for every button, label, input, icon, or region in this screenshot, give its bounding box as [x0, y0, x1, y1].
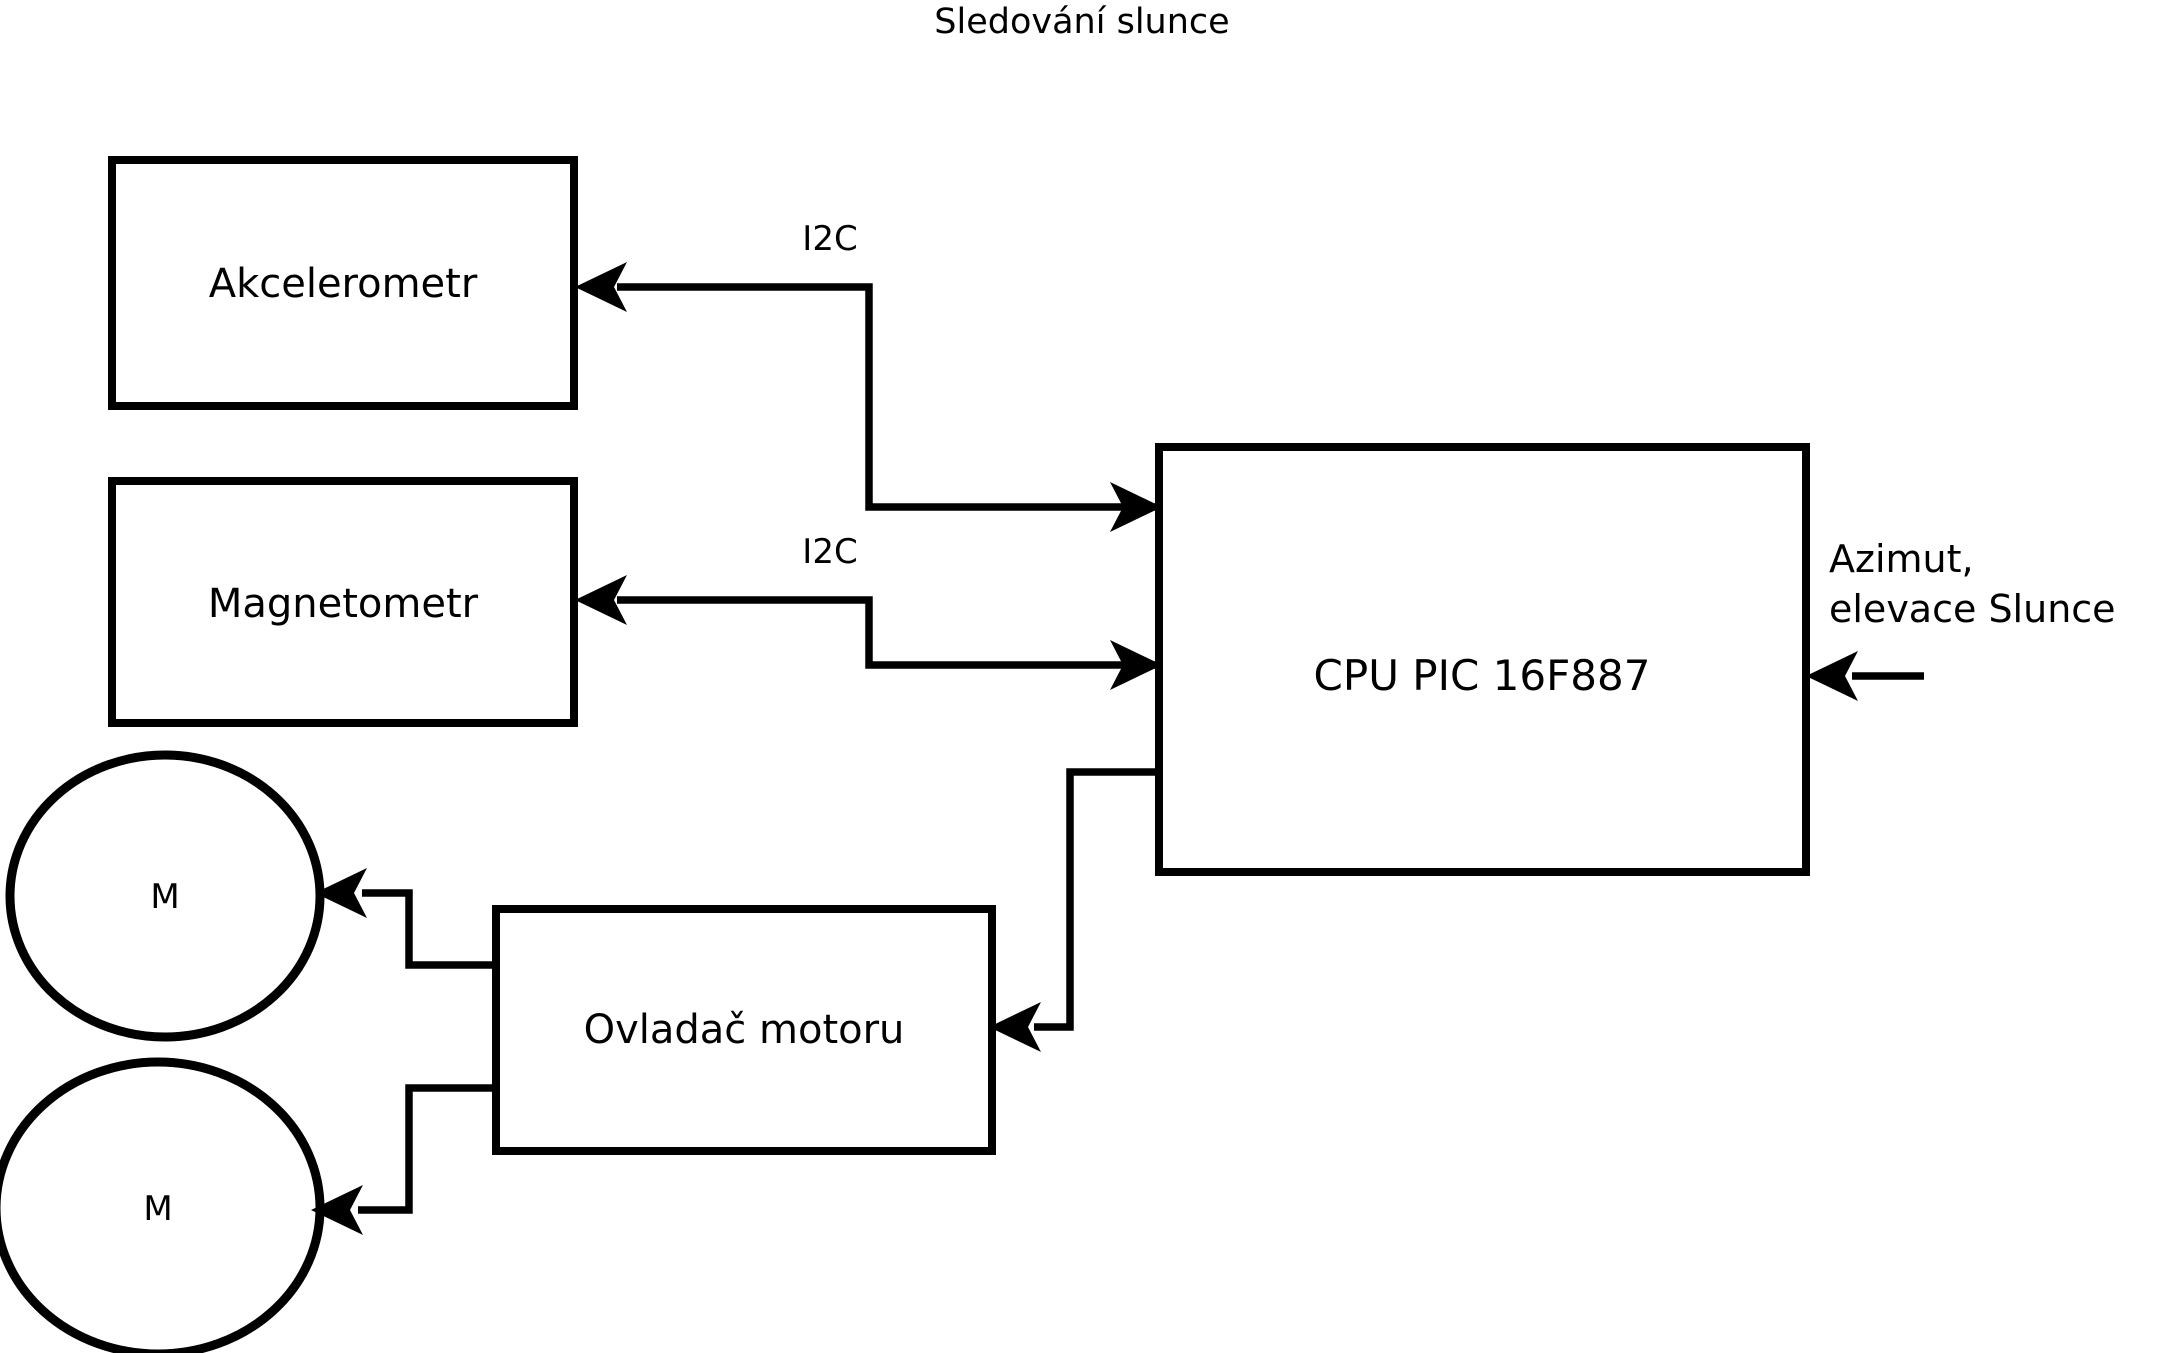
edge-cpu-to-motor-driver-arrowhead	[989, 1002, 1041, 1052]
edge-motor-driver-to-motor-1-arrowhead	[315, 868, 367, 918]
edge-cpu-to-magnetometer-wire	[617, 596, 1159, 669]
node-magnetometer-label: Magnetometr	[208, 581, 479, 627]
external-input-arrowhead	[1806, 651, 1858, 701]
edge-motor-driver-to-motor-1-wire	[362, 889, 496, 969]
external-input-label-line1: Azimut,	[1829, 537, 1974, 581]
edge-label-i2c-accelerometer: I2C	[802, 219, 857, 259]
node-cpu-label: CPU PIC 16F887	[1314, 651, 1651, 700]
edge-motor-driver-to-motor-2-arrowhead	[311, 1185, 363, 1235]
node-motor-1-circle[interactable]	[5, 750, 325, 1042]
edge-cpu-to-magnetometer-arrowhead	[575, 575, 627, 625]
edge-magnetometer-to-cpu-arrowhead	[1110, 640, 1162, 690]
edge-cpu-to-accelerometer-wire	[617, 283, 1159, 511]
edge-accelerometer-to-cpu-arrowhead	[1110, 482, 1162, 532]
node-accelerometer-label: Akcelerometr	[209, 261, 478, 307]
node-motor-2-label: M	[143, 1189, 172, 1229]
node-accelerometer-box[interactable]	[108, 156, 578, 410]
external-input-label-line2: elevace Slunce	[1829, 587, 2116, 631]
node-motor-driver-box[interactable]	[492, 905, 996, 1155]
diagram-title: Sledování slunce	[934, 2, 1229, 42]
edge-label-i2c-magnetometer: I2C	[802, 532, 857, 572]
node-motor-1-label: M	[150, 877, 179, 917]
node-magnetometer-box[interactable]	[108, 477, 578, 727]
edge-cpu-to-motor-driver-wire	[1034, 768, 1163, 1031]
node-motor-driver-label: Ovladač motoru	[584, 1007, 905, 1053]
node-cpu-box[interactable]	[1155, 443, 1810, 876]
edge-motor-driver-to-motor-2-wire	[358, 1084, 496, 1214]
edge-cpu-to-accelerometer-arrowhead	[575, 262, 627, 312]
